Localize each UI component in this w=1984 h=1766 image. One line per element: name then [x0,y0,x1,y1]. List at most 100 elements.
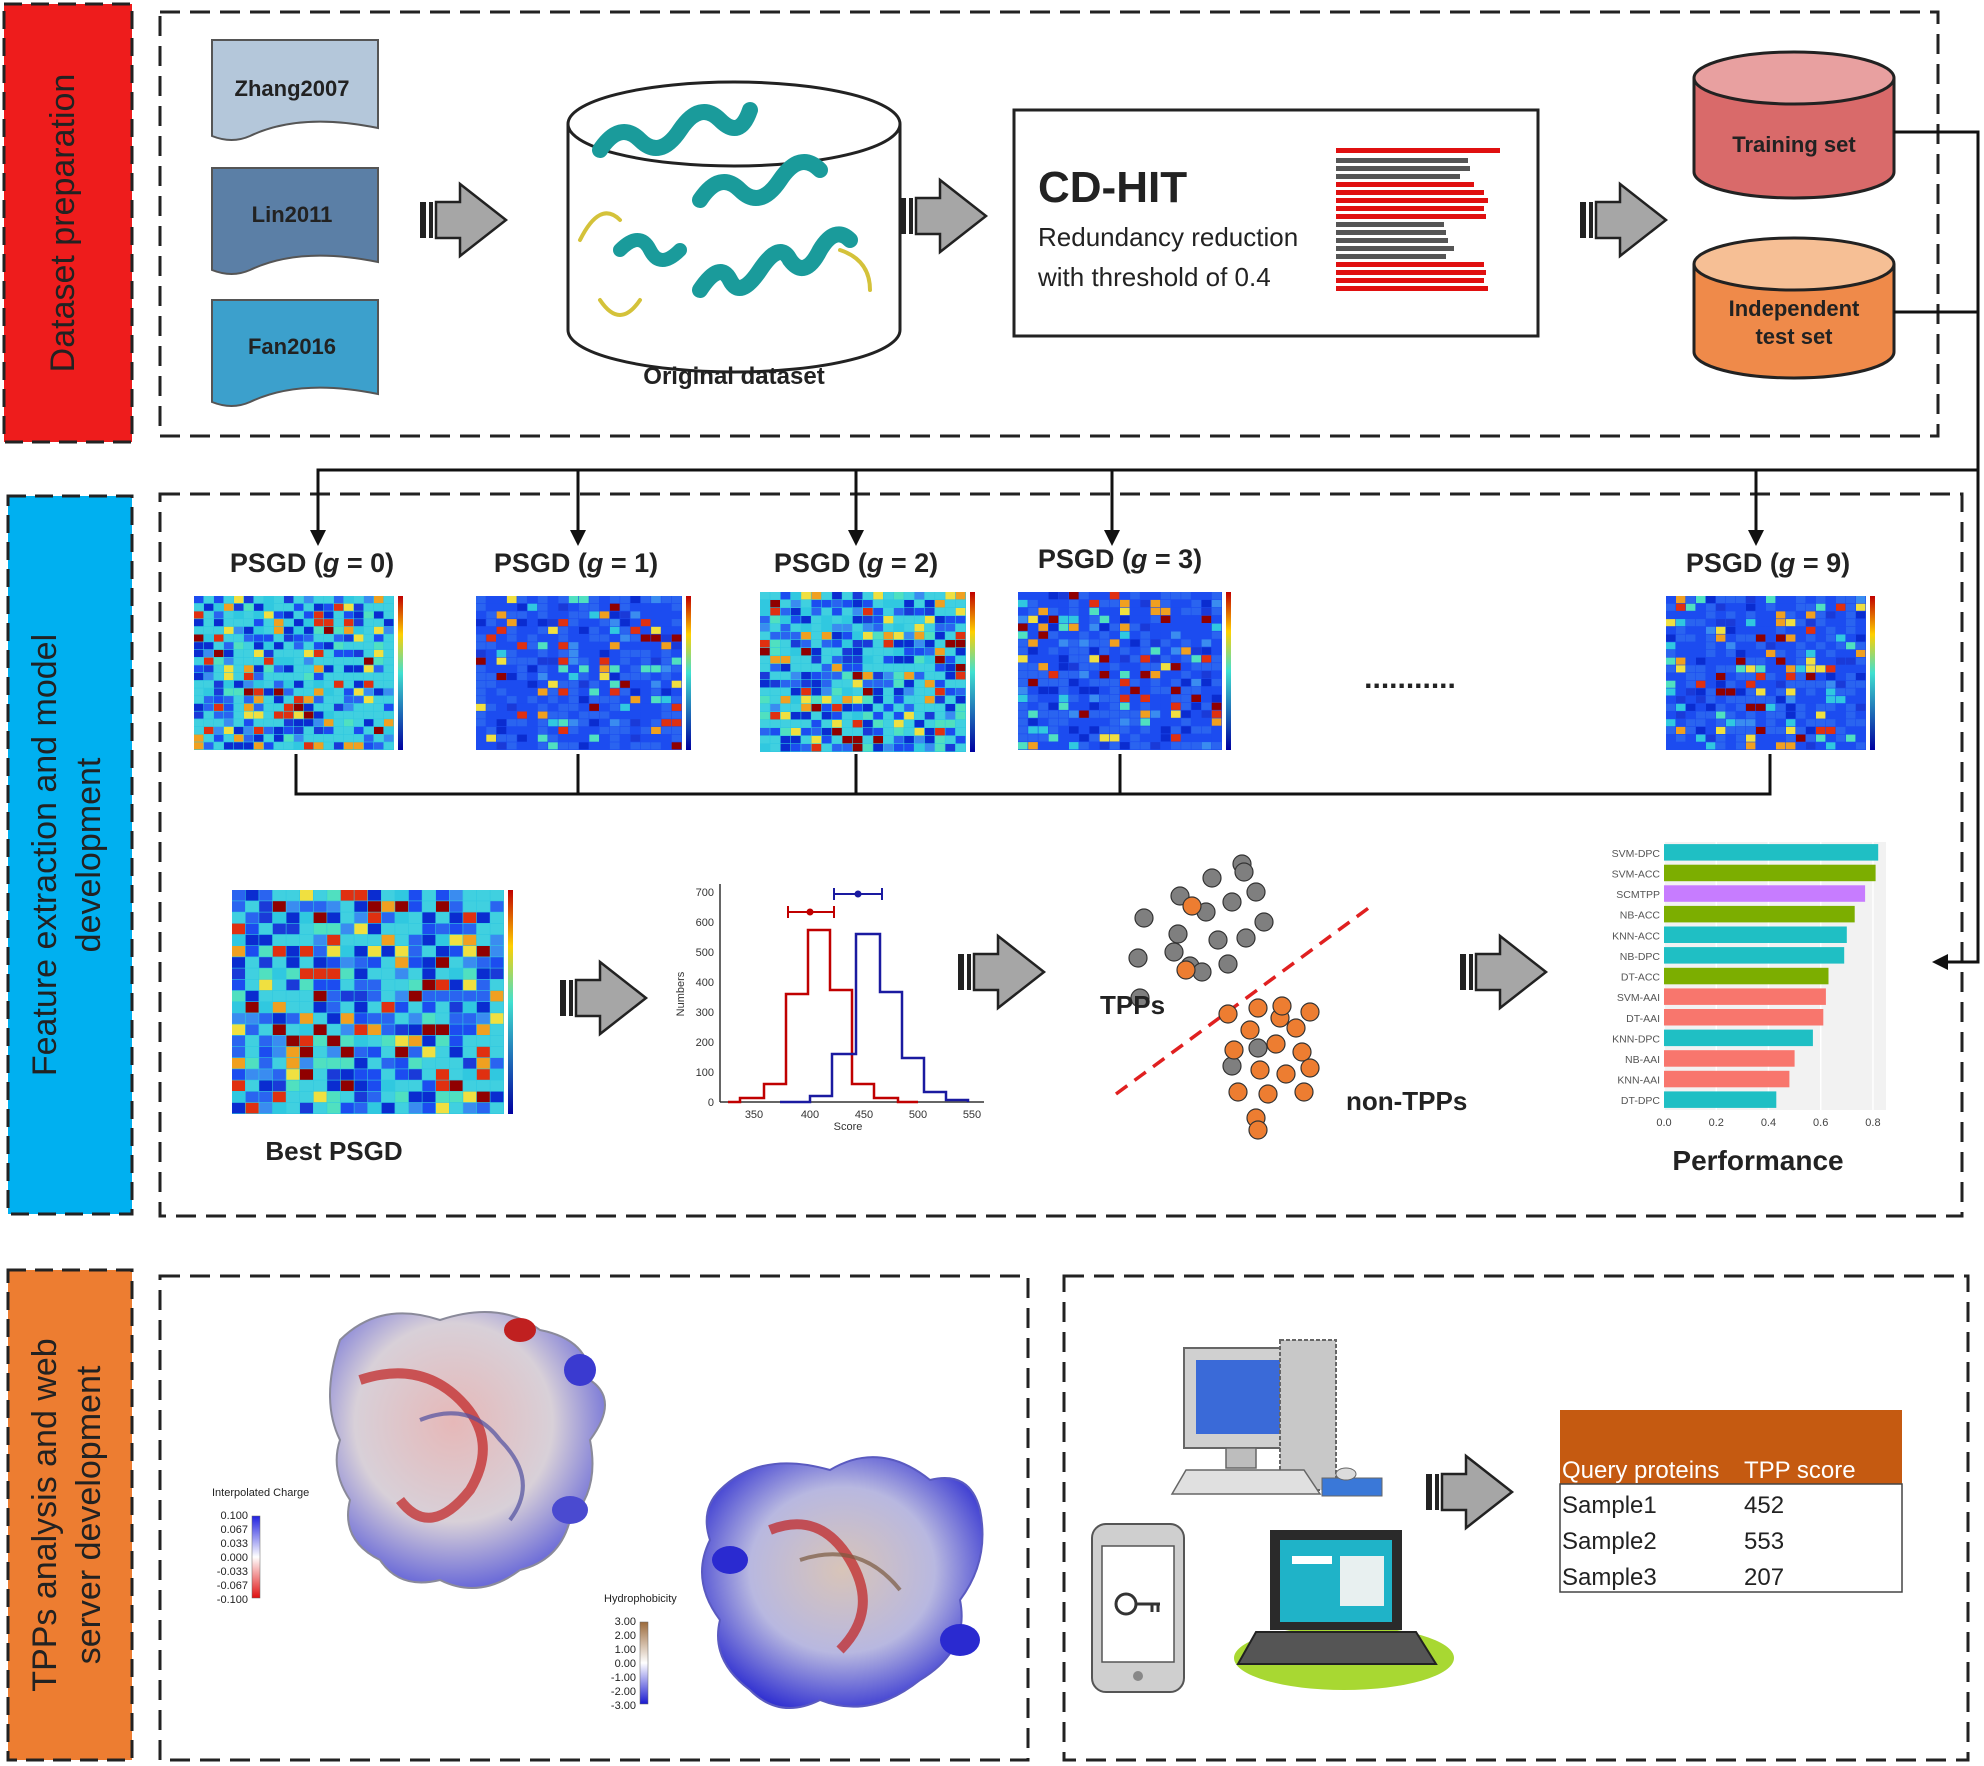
arrow-icon [560,959,649,1037]
feature-label-box [6,494,134,1216]
original-dataset-label: Original dataset [643,363,824,390]
tpp-points [1128,854,1274,1076]
connector-lines [294,130,1980,964]
hist-series-blue [780,932,970,1104]
hist-xtick: 500 [909,1109,927,1121]
charge-legend-value: -0.033 [217,1566,248,1578]
doc-fan2016: Fan2016 [211,299,379,407]
table-row-score: 207 [1744,1564,1784,1591]
hydro-legend-value: 1.00 [615,1644,636,1656]
psgd-label-2: PSGD (g = 2) [774,548,938,578]
perf-bar [1664,1029,1813,1047]
psgd-heatmap-9 [1666,596,1875,750]
panel-feature [158,492,1964,1218]
perf-xtick: 0.2 [1709,1117,1724,1129]
hydro-legend-value: -2.00 [611,1686,636,1698]
charge-legend-value: -0.100 [217,1594,248,1606]
hist-ytick: 700 [696,887,714,899]
hist-ytick: 200 [696,1037,714,1049]
doc-lin2011-label: Lin2011 [252,202,333,227]
results-table-header [1560,1410,1902,1484]
feature-label-line2: development [70,757,108,952]
perf-bar [1664,885,1866,902]
decision-boundary [1114,902,1376,1096]
charge-legend-title: Interpolated Charge [212,1487,309,1499]
mobile-phone-icon [1091,1523,1185,1693]
hist-ytick: 0 [708,1097,714,1109]
hist-series-red [728,928,918,1104]
hist-ytick: 600 [696,917,714,929]
cdhit-line1: Redundancy reduction [1038,222,1298,252]
arrowheads [310,530,1948,970]
best-psgd-heatmap [232,890,513,1114]
perf-category-label: KNN-DPC [1612,1033,1660,1045]
table-row-sample: Sample3 [1562,1564,1657,1591]
table-row-sample: Sample2 [1562,1528,1657,1555]
hydro-legend-value: -1.00 [611,1672,636,1684]
hist-xtick: 550 [963,1109,981,1121]
table-row-sample: Sample1 [1562,1492,1657,1519]
protein-charge-surface [329,1311,606,1589]
perf-bar [1664,1009,1824,1026]
charge-legend-value: -0.067 [217,1580,248,1592]
tpps-label-line2: server development [70,1365,108,1664]
charge-legend-value: 0.067 [220,1524,248,1536]
psgd-heatmap-3 [1018,592,1231,750]
psgd-label-0: PSGD (g = 0) [230,548,394,578]
perf-category-label: SVM-DPC [1612,848,1661,860]
cdhit-title: CD-HIT [1038,163,1187,212]
charge-legend: Interpolated Charge 0.100 0.067 0.033 0.… [212,1487,309,1606]
charge-legend-value: 0.033 [220,1538,248,1550]
hist-xtick: 450 [855,1109,873,1121]
arrow-icon [420,181,509,259]
feature-label-line1: Feature extraction and model [26,634,64,1076]
test-set-cylinder: Independent test set [1692,236,1896,380]
perf-bar [1664,905,1855,923]
perf-bar [1664,926,1847,943]
perf-bar [1664,988,1826,1005]
original-dataset-cylinder: Original dataset [566,80,902,390]
arrow-icon [1426,1453,1515,1531]
laptop-icon [1234,1530,1454,1690]
psgd-ellipsis: ........... [1364,662,1456,695]
arrow-icon [1460,933,1549,1011]
tpps-label-line1: TPPs analysis and web [26,1338,64,1691]
section-label-feature: Feature extraction and model development [6,494,134,1216]
hist-ytick: 100 [696,1067,714,1079]
test-set-label-line2: test set [1755,324,1833,349]
perf-category-label: KNN-AAI [1617,1075,1660,1087]
hist-ytick: 500 [696,947,714,959]
arrow-icon [900,177,989,255]
panel-protein-analysis [158,1274,1030,1762]
table-header-query: Query proteins [1562,1457,1719,1484]
sequence-bars-icon [1336,148,1500,291]
dataset-label-text: Dataset preparation [44,74,82,373]
charge-legend-bar [251,1515,261,1599]
perf-category-label: DT-ACC [1621,972,1661,984]
perf-bar [1664,864,1876,882]
perf-bar [1664,967,1829,985]
panel-web-server [1062,1274,1970,1762]
perf-category-label: NB-ACC [1620,910,1661,922]
training-set-cylinder: Training set [1692,50,1896,200]
table-row-score: 553 [1744,1528,1784,1555]
hydro-legend-value: 0.00 [615,1658,636,1670]
doc-fan2016-label: Fan2016 [248,334,336,359]
perf-bar [1664,1050,1795,1067]
training-set-label: Training set [1732,132,1856,157]
perf-bar [1664,947,1845,964]
perf-xtick: 0.0 [1656,1117,1671,1129]
score-histogram: 0 100 200 300 400 500 600 700 350 400 45… [675,884,984,1133]
cdhit-box: CD-HIT Redundancy reduction with thresho… [1012,108,1540,338]
psgd-heatmap-2 [760,592,975,752]
perf-category-label: DT-AAI [1626,1013,1660,1025]
perf-bar [1664,844,1879,861]
hydro-legend-value: 2.00 [615,1630,636,1642]
hist-error-bars [787,888,883,918]
tpps-class-label: TPPs [1100,990,1165,1020]
hist-ylabel: Numbers [675,971,687,1016]
perf-xtick: 0.6 [1813,1117,1828,1129]
psgd-label-9: PSGD (g = 9) [1686,548,1850,578]
